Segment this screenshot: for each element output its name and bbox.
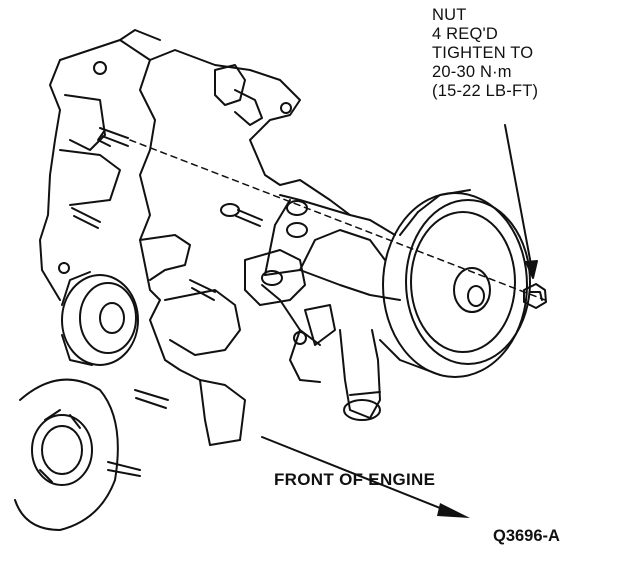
callout-line: 20-30 N·m bbox=[432, 63, 512, 81]
idler-pulley bbox=[61, 271, 139, 366]
callout-leader-arrow bbox=[504, 124, 538, 279]
nut-icon bbox=[523, 283, 547, 309]
crankshaft-damper bbox=[14, 378, 119, 531]
sensor bbox=[214, 64, 292, 126]
callout-line: (15-22 LB-FT) bbox=[432, 82, 539, 100]
front-cover bbox=[39, 29, 351, 446]
callout-line: TIGHTEN TO bbox=[432, 44, 534, 62]
water-pump-pulley bbox=[379, 189, 531, 378]
water-pump-body bbox=[261, 194, 401, 421]
front-of-engine-label: FRONT OF ENGINE bbox=[274, 470, 436, 489]
figure-id: Q3696-A bbox=[493, 527, 560, 545]
nut-callout: NUT 4 REQ'D TIGHTEN TO 20-30 N·m (15-22 … bbox=[432, 6, 538, 101]
mounting-studs bbox=[71, 127, 263, 477]
callout-line: 4 REQ'D bbox=[432, 25, 498, 43]
front-direction-arrow bbox=[261, 436, 470, 518]
callout-line: NUT bbox=[432, 6, 467, 24]
bolt-leader-line bbox=[129, 139, 546, 301]
